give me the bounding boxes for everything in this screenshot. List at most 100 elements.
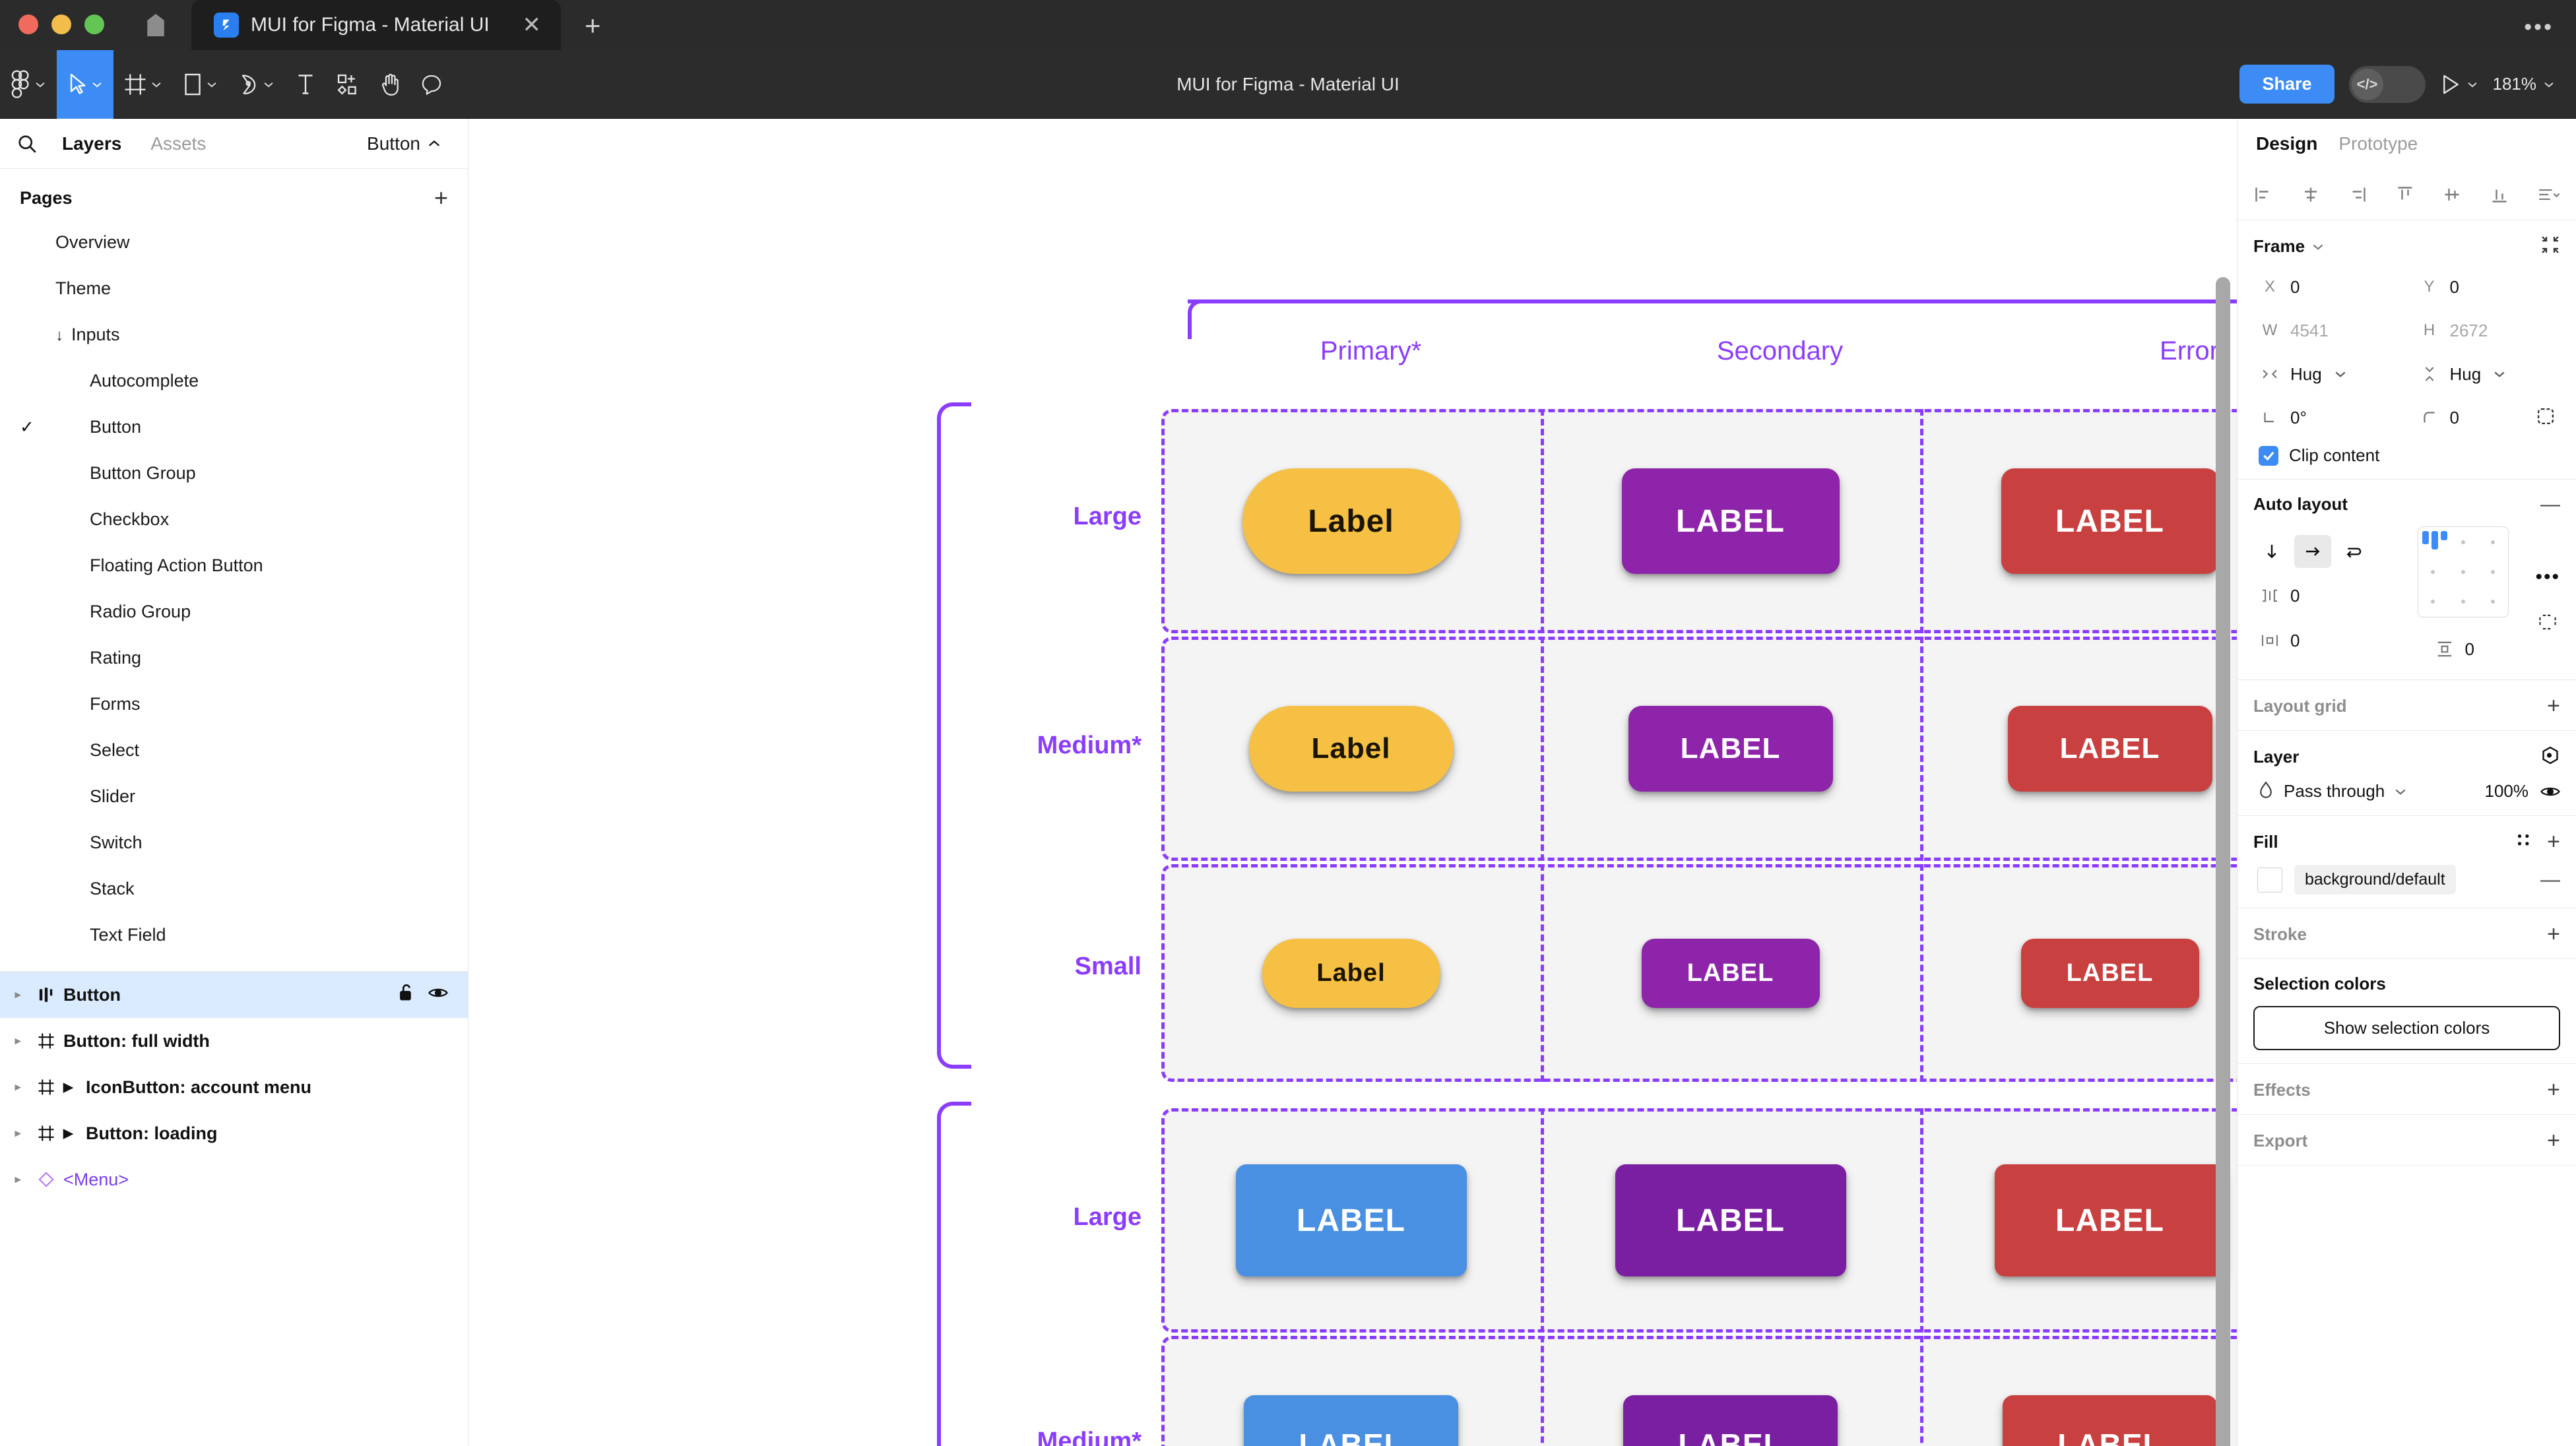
maximize-window-button[interactable]	[84, 15, 104, 34]
fill-row[interactable]: background/default —	[2253, 865, 2560, 895]
alignment-dot[interactable]	[2461, 540, 2465, 544]
distribute-menu-icon[interactable]	[2536, 185, 2560, 204]
pen-tool-icon[interactable]	[228, 50, 285, 119]
dev-mode-toggle[interactable]: </>	[2348, 65, 2426, 103]
vertical-padding-field[interactable]: 0	[2428, 632, 2480, 666]
add-layout-grid-button[interactable]: +	[2547, 693, 2560, 718]
show-selection-colors-button[interactable]: Show selection colors	[2253, 1006, 2560, 1050]
mui-button-secondary-large[interactable]: LABEL	[1615, 1164, 1846, 1276]
minimize-window-button[interactable]	[51, 15, 71, 34]
layer-styles-icon[interactable]	[2540, 745, 2560, 769]
page-item-autocomplete[interactable]: Autocomplete	[0, 358, 468, 404]
alignment-dot[interactable]	[2461, 600, 2465, 604]
page-item-slider[interactable]: Slider	[0, 773, 468, 819]
resources-tool-icon[interactable]	[326, 50, 370, 119]
page-selector[interactable]: Button	[367, 133, 451, 154]
fill-styles-icon[interactable]	[2515, 832, 2532, 852]
alignment-dot[interactable]	[2491, 569, 2496, 574]
layer-row[interactable]: ▸▶Button: loading	[0, 1110, 468, 1156]
chevron-right-icon[interactable]: ▸	[15, 1034, 21, 1047]
gap-field[interactable]: 0	[2253, 579, 2372, 613]
rotation-field[interactable]: 0°	[2253, 400, 2401, 435]
direction-horizontal-icon[interactable]	[2294, 535, 2331, 568]
page-item-switch[interactable]: Switch	[0, 819, 468, 865]
add-page-button[interactable]: +	[434, 184, 448, 211]
remove-fill-button[interactable]: —	[2540, 868, 2560, 891]
page-item-button-group[interactable]: Button Group	[0, 450, 468, 496]
auto-layout-alignment-grid[interactable]	[2417, 526, 2509, 617]
clip-content-row[interactable]: Clip content	[2253, 445, 2560, 466]
tab-prototype[interactable]: Prototype	[2338, 133, 2418, 154]
unlock-icon[interactable]	[398, 984, 415, 1007]
expand-triangle-icon[interactable]: ▶	[63, 1126, 73, 1141]
tab-design[interactable]: Design	[2256, 133, 2318, 154]
alignment-dot[interactable]	[2431, 600, 2435, 604]
align-vertical-center-icon[interactable]	[2442, 185, 2462, 204]
mui-button-error-small[interactable]: LABEL	[2020, 938, 2199, 1008]
tab-assets[interactable]: Assets	[150, 133, 207, 154]
y-field[interactable]: Y 0	[2413, 270, 2561, 304]
frame-tool-icon[interactable]	[113, 50, 173, 119]
mui-button-error-medium[interactable]: LABEL	[2007, 706, 2212, 792]
layer-row[interactable]: ▸Button	[0, 972, 468, 1018]
page-item-theme[interactable]: Theme	[0, 265, 468, 311]
mui-button-secondary-large[interactable]: LABEL	[1621, 468, 1840, 574]
clip-content-checkbox[interactable]	[2259, 445, 2278, 466]
move-tool-icon[interactable]	[57, 49, 113, 119]
hand-tool-icon[interactable]	[370, 50, 410, 119]
chevron-right-icon[interactable]: ▸	[15, 1081, 21, 1093]
fill-style-name[interactable]: background/default	[2294, 865, 2456, 895]
layer-row[interactable]: ▸<Menu>	[0, 1156, 468, 1203]
mui-button-error-medium[interactable]: LABEL	[2003, 1395, 2217, 1446]
page-item-button[interactable]: ✓Button	[0, 404, 468, 450]
auto-layout-more-button[interactable]: •••	[2535, 565, 2560, 588]
alignment-dot[interactable]	[2431, 569, 2435, 574]
layer-row[interactable]: ▸Button: full width	[0, 1018, 468, 1064]
add-fill-button[interactable]: +	[2547, 829, 2560, 854]
shape-tool-icon[interactable]	[173, 50, 228, 119]
mui-button-primary-large[interactable]: Label	[1242, 468, 1460, 574]
add-export-button[interactable]: +	[2547, 1128, 2560, 1153]
width-field[interactable]: W 4541	[2253, 313, 2401, 348]
page-item-forms[interactable]: Forms	[0, 681, 468, 727]
page-item-checkbox[interactable]: Checkbox	[0, 496, 468, 542]
mui-button-primary-medium[interactable]: Label	[1248, 706, 1454, 792]
comment-tool-icon[interactable]	[410, 50, 453, 119]
page-item-select[interactable]: Select	[0, 727, 468, 773]
align-right-icon[interactable]	[2348, 185, 2367, 204]
close-window-button[interactable]	[18, 15, 38, 34]
page-item-inputs[interactable]: ↓Inputs	[0, 311, 468, 358]
canvas-vertical-scrollbar[interactable]	[2216, 277, 2230, 1446]
height-field[interactable]: H 2672	[2413, 313, 2561, 348]
mui-button-primary-medium[interactable]: LABEL	[1244, 1395, 1458, 1446]
align-left-icon[interactable]	[2253, 185, 2273, 204]
browser-tab[interactable]: MUI for Figma - Material UI ✕	[191, 0, 561, 50]
close-icon[interactable]: ✕	[522, 13, 542, 38]
opacity-row[interactable]: 100%	[2485, 781, 2561, 802]
individual-padding-icon[interactable]	[2538, 613, 2558, 634]
search-icon[interactable]	[17, 134, 48, 154]
canvas[interactable]: Contained Primary*SecondaryErrorWarningL…	[468, 119, 2237, 1446]
direction-wrap-icon[interactable]	[2335, 535, 2372, 568]
fill-color-swatch[interactable]	[2257, 867, 2282, 893]
new-tab-button[interactable]: +	[585, 10, 601, 41]
page-item-rating[interactable]: Rating	[0, 635, 468, 681]
browser-menu-icon[interactable]: •••	[2524, 15, 2554, 40]
layer-row[interactable]: ▸▶IconButton: account menu	[0, 1064, 468, 1110]
page-item-overview[interactable]: Overview	[0, 219, 468, 265]
blend-mode-row[interactable]: Pass through 100%	[2253, 780, 2560, 802]
mui-button-primary-small[interactable]: Label	[1262, 938, 1440, 1008]
mui-button-primary-large[interactable]: LABEL	[1235, 1164, 1467, 1276]
alignment-dot[interactable]	[2491, 600, 2496, 604]
align-bottom-icon[interactable]	[2490, 185, 2509, 204]
direction-vertical-icon[interactable]	[2253, 535, 2290, 568]
sidebar-toggle-icon[interactable]	[120, 0, 191, 50]
visibility-icon[interactable]	[428, 985, 448, 1005]
mui-button-secondary-medium[interactable]: LABEL	[1623, 1395, 1838, 1446]
page-item-radio-group[interactable]: Radio Group	[0, 588, 468, 635]
x-field[interactable]: X 0	[2253, 270, 2401, 304]
horizontal-resizing-field[interactable]: Hug	[2253, 357, 2401, 391]
resize-to-fit-icon[interactable]	[2540, 235, 2560, 258]
remove-auto-layout-button[interactable]: —	[2540, 493, 2560, 515]
share-button[interactable]: Share	[2239, 65, 2334, 104]
